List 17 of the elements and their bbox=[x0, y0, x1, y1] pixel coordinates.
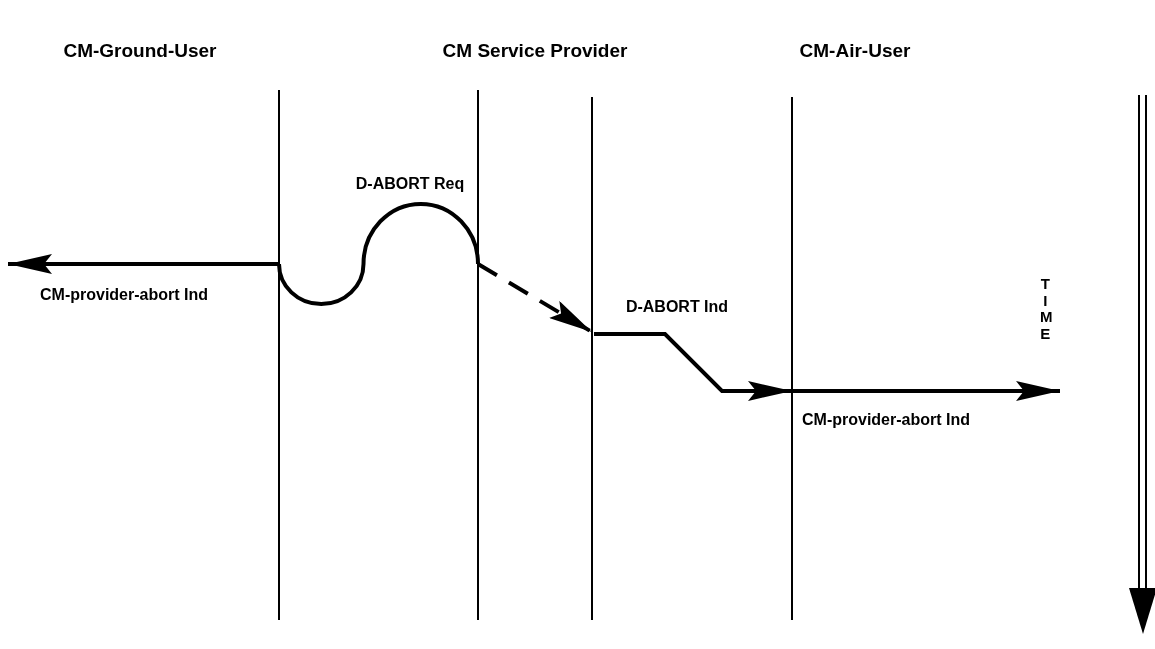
arrow bbox=[8, 254, 279, 274]
edge-label: CM-provider-abort Ind bbox=[802, 411, 970, 429]
edge-label: D-ABORT Ind bbox=[625, 298, 729, 316]
lane-header: CM-Air-User bbox=[799, 40, 911, 62]
edge-label: CM-provider-abort Ind bbox=[40, 286, 208, 304]
lifeline bbox=[477, 90, 479, 620]
lane-header: CM-Ground-User bbox=[63, 40, 217, 62]
lifeline bbox=[791, 97, 793, 620]
arrow bbox=[594, 332, 792, 401]
edge-label: D-ABORT Req bbox=[355, 175, 465, 193]
line bbox=[277, 202, 480, 307]
time-label: TIME bbox=[1040, 276, 1051, 342]
lifeline bbox=[278, 90, 280, 620]
lane-header: CM Service Provider bbox=[442, 40, 628, 62]
arrow bbox=[792, 381, 1060, 401]
arrow bbox=[476, 262, 594, 334]
lifeline bbox=[591, 97, 593, 620]
